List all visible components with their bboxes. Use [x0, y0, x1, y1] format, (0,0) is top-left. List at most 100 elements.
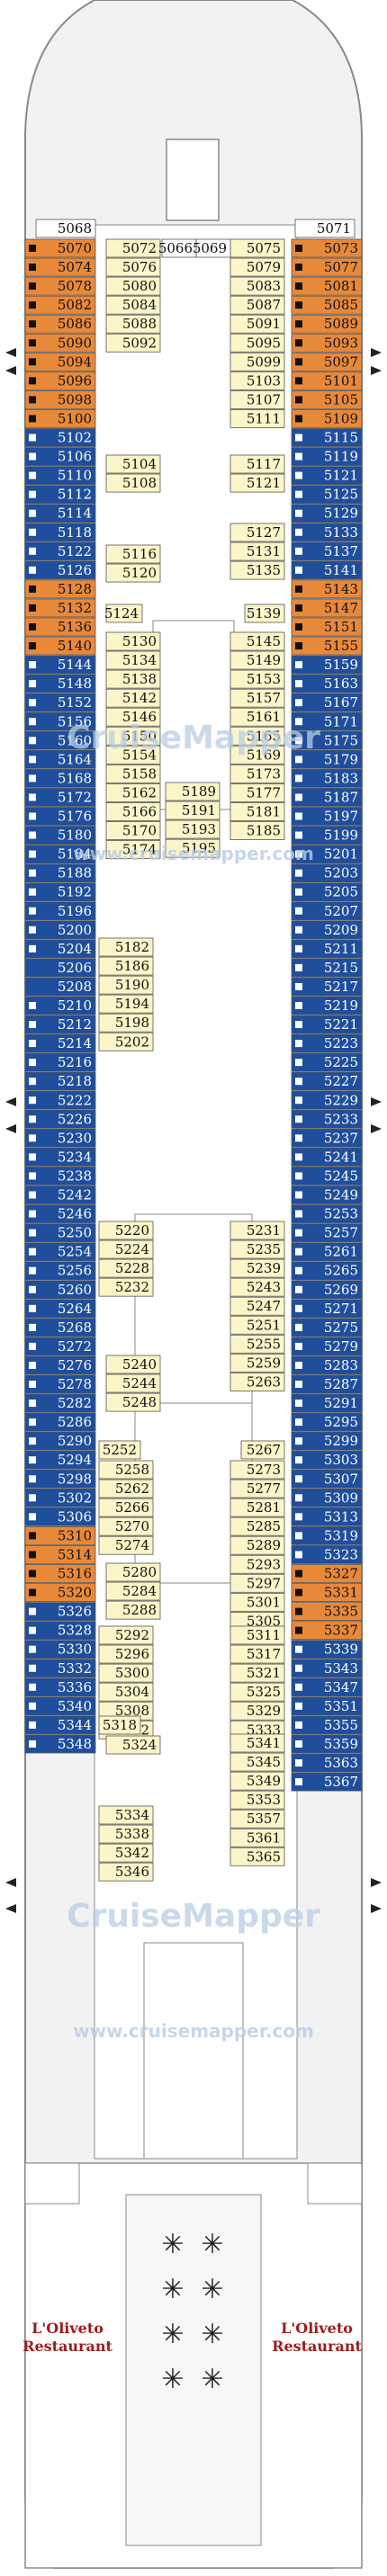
cabin-5265[interactable]: 5265: [291, 1261, 363, 1281]
cabin-5201[interactable]: 5201: [291, 845, 363, 863]
cabin-5156[interactable]: 5156: [24, 711, 96, 731]
cabin-5274[interactable]: 5274: [98, 1535, 154, 1555]
cabin-5212[interactable]: 5212: [24, 1015, 96, 1034]
cabin-5117[interactable]: 5117: [230, 454, 285, 474]
cabin-5071[interactable]: 5071: [294, 219, 356, 238]
cabin-5270[interactable]: 5270: [98, 1516, 154, 1536]
cabin-5077[interactable]: 5077: [291, 257, 363, 277]
cabin-5284[interactable]: 5284: [105, 1581, 161, 1601]
cabin-5121[interactable]: 5121: [230, 473, 285, 493]
cabin-5138[interactable]: 5138: [105, 669, 161, 689]
cabin-5094[interactable]: 5094: [24, 352, 96, 371]
cabin-5079[interactable]: 5079: [230, 257, 285, 277]
cabin-5307[interactable]: 5307: [291, 1469, 363, 1489]
cabin-5183[interactable]: 5183: [291, 769, 363, 788]
cabin-5114[interactable]: 5114: [24, 504, 96, 523]
cabin-5332[interactable]: 5332: [24, 1659, 96, 1678]
cabin-5103[interactable]: 5103: [230, 371, 285, 390]
cabin-5313[interactable]: 5313: [291, 1507, 363, 1526]
cabin-5198[interactable]: 5198: [98, 1013, 154, 1033]
cabin-5149[interactable]: 5149: [230, 650, 285, 670]
cabin-5192[interactable]: 5192: [24, 882, 96, 902]
cabin-5206[interactable]: 5206: [24, 958, 96, 978]
cabin-5264[interactable]: 5264: [24, 1299, 96, 1319]
cabin-5121[interactable]: 5121: [291, 466, 363, 485]
cabin-5331[interactable]: 5331: [291, 1583, 363, 1602]
cabin-5166[interactable]: 5166: [105, 802, 161, 821]
cabin-5073[interactable]: 5073: [291, 238, 363, 258]
cabin-5133[interactable]: 5133: [291, 523, 363, 542]
cabin-5214[interactable]: 5214: [24, 1033, 96, 1053]
cabin-5193[interactable]: 5193: [165, 819, 220, 839]
cabin-5101[interactable]: 5101: [291, 371, 363, 390]
cabin-5293[interactable]: 5293: [230, 1554, 285, 1574]
cabin-5207[interactable]: 5207: [291, 901, 363, 921]
cabin-5341[interactable]: 5341: [230, 1733, 285, 1753]
cabin-5115[interactable]: 5115: [291, 428, 363, 447]
cabin-5142[interactable]: 5142: [105, 688, 161, 708]
cabin-5159[interactable]: 5159: [291, 655, 363, 675]
cabin-5240[interactable]: 5240: [105, 1355, 161, 1374]
cabin-5348[interactable]: 5348: [24, 1734, 96, 1754]
cabin-5208[interactable]: 5208: [24, 977, 96, 997]
cabin-5287[interactable]: 5287: [291, 1374, 363, 1394]
cabin-5260[interactable]: 5260: [24, 1280, 96, 1300]
cabin-5299[interactable]: 5299: [291, 1431, 363, 1451]
cabin-5228[interactable]: 5228: [98, 1258, 154, 1278]
cabin-5157[interactable]: 5157: [230, 688, 285, 708]
cabin-5227[interactable]: 5227: [291, 1071, 363, 1091]
cabin-5089[interactable]: 5089: [291, 314, 363, 334]
cabin-5305[interactable]: 5305: [230, 1612, 285, 1631]
cabin-5097[interactable]: 5097: [291, 352, 363, 371]
cabin-5321[interactable]: 5321: [230, 1663, 285, 1683]
cabin-5102[interactable]: 5102: [24, 428, 96, 447]
cabin-5339[interactable]: 5339: [291, 1640, 363, 1659]
cabin-5296[interactable]: 5296: [98, 1644, 154, 1664]
cabin-5211[interactable]: 5211: [291, 939, 363, 959]
cabin-5099[interactable]: 5099: [230, 352, 285, 371]
cabin-5367[interactable]: 5367: [291, 1772, 363, 1792]
cabin-5285[interactable]: 5285: [230, 1516, 285, 1536]
cabin-5096[interactable]: 5096: [24, 371, 96, 390]
cabin-5126[interactable]: 5126: [24, 560, 96, 580]
cabin-5076[interactable]: 5076: [105, 257, 161, 277]
cabin-5131[interactable]: 5131: [230, 541, 285, 561]
cabin-5224[interactable]: 5224: [98, 1239, 154, 1259]
cabin-5210[interactable]: 5210: [24, 996, 96, 1015]
cabin-5235[interactable]: 5235: [230, 1239, 285, 1259]
cabin-5298[interactable]: 5298: [24, 1469, 96, 1489]
cabin-5234[interactable]: 5234: [24, 1148, 96, 1167]
cabin-5229[interactable]: 5229: [291, 1090, 363, 1110]
cabin-5216[interactable]: 5216: [24, 1052, 96, 1072]
cabin-5161[interactable]: 5161: [230, 707, 285, 727]
cabin-5286[interactable]: 5286: [24, 1412, 96, 1432]
cabin-5154[interactable]: 5154: [105, 745, 161, 765]
cabin-5289[interactable]: 5289: [230, 1535, 285, 1555]
cabin-5136[interactable]: 5136: [24, 617, 96, 637]
cabin-5075[interactable]: 5075: [230, 238, 285, 258]
cabin-5243[interactable]: 5243: [230, 1277, 285, 1297]
cabin-5196[interactable]: 5196: [24, 901, 96, 921]
cabin-5181[interactable]: 5181: [230, 802, 285, 821]
cabin-5266[interactable]: 5266: [98, 1498, 154, 1517]
cabin-5327[interactable]: 5327: [291, 1564, 363, 1583]
cabin-5106[interactable]: 5106: [24, 447, 96, 466]
cabin-5256[interactable]: 5256: [24, 1261, 96, 1281]
cabin-5233[interactable]: 5233: [291, 1109, 363, 1129]
cabin-5251[interactable]: 5251: [230, 1315, 285, 1335]
cabin-5250[interactable]: 5250: [24, 1223, 96, 1242]
cabin-5267[interactable]: 5267: [240, 1440, 285, 1460]
cabin-5203[interactable]: 5203: [291, 863, 363, 883]
cabin-5165[interactable]: 5165: [230, 726, 285, 746]
cabin-5110[interactable]: 5110: [24, 466, 96, 485]
cabin-5146[interactable]: 5146: [105, 707, 161, 727]
cabin-5345[interactable]: 5345: [230, 1752, 285, 1772]
cabin-5342[interactable]: 5342: [98, 1843, 154, 1863]
cabin-5202[interactable]: 5202: [98, 1032, 154, 1051]
cabin-5271[interactable]: 5271: [291, 1299, 363, 1319]
cabin-5226[interactable]: 5226: [24, 1109, 96, 1129]
cabin-5361[interactable]: 5361: [230, 1828, 285, 1847]
cabin-5070[interactable]: 5070: [24, 238, 96, 258]
cabin-5107[interactable]: 5107: [230, 389, 285, 409]
cabin-5127[interactable]: 5127: [230, 523, 285, 542]
